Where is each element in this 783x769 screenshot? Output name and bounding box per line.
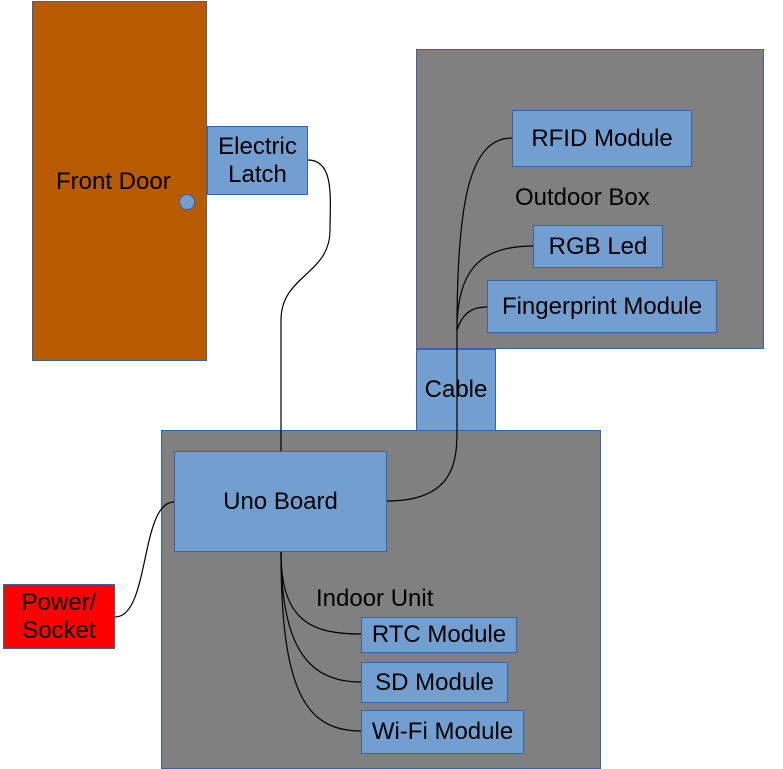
sd-module: SD Module [361, 662, 508, 703]
wifi-module-label: Wi-Fi Module [371, 718, 514, 745]
power-socket-label-line1: Power/ [21, 588, 97, 616]
wire-uno-to-rtc [280, 551, 362, 635]
rtc-module: RTC Module [361, 617, 517, 653]
rfid-module: RFID Module [512, 110, 692, 167]
rgb-led-label: RGB Led [548, 232, 648, 260]
wire-cable-to-rgb [456, 245, 534, 331]
rgb-led: RGB Led [533, 225, 663, 268]
wire-latch-to-uno [280, 159, 331, 451]
front-door-label: Front Door [56, 168, 171, 195]
rtc-module-label: RTC Module [371, 621, 507, 648]
power-socket-label-line2: Socket [22, 616, 96, 644]
wire-power-to-uno [114, 501, 175, 618]
wire-uno-to-wifi [280, 551, 362, 732]
fingerprint-module-label: Fingerprint Module [501, 292, 703, 320]
wire-cable-to-rfid [456, 137, 513, 331]
cable-label: Cable [424, 376, 488, 403]
uno-board-label: Uno Board [223, 487, 338, 515]
electric-latch-label-line1: Electric [218, 132, 297, 160]
wire-uno-to-sd [280, 551, 362, 683]
wire-cable-to-fingerprint [456, 306, 488, 331]
wifi-module: Wi-Fi Module [361, 710, 524, 754]
uno-board: Uno Board [174, 451, 387, 552]
fingerprint-module: Fingerprint Module [487, 280, 717, 333]
door-knob-icon [179, 194, 195, 210]
sd-module-label: SD Module [375, 668, 494, 696]
power-socket: Power/ Socket [3, 584, 115, 649]
wire-uno-to-cable [386, 330, 458, 502]
outdoor-box-label: Outdoor Box [515, 184, 650, 211]
rfid-module-label: RFID Module [531, 124, 673, 152]
front-door: Front Door [32, 1, 207, 361]
electric-latch: Electric Latch [207, 126, 308, 195]
indoor-unit-label: Indoor Unit [316, 585, 434, 612]
cable: Cable [416, 349, 496, 431]
electric-latch-label-line2: Latch [228, 160, 287, 188]
